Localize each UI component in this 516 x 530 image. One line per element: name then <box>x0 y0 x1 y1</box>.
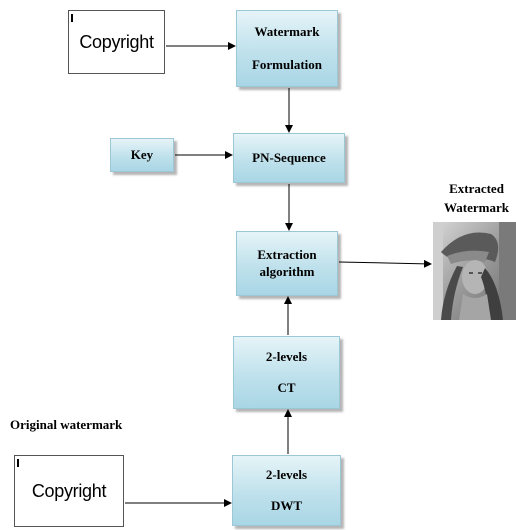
extraction-line1: Extraction <box>257 246 317 262</box>
extracted-watermark-label: Extracted Watermark <box>437 180 516 218</box>
arrow-extraction-to-output <box>338 259 432 268</box>
dwt-line2: DWT <box>270 497 303 513</box>
ct-line2: CT <box>277 379 296 395</box>
dwt-line1: 2-levels <box>265 466 308 482</box>
copyright-text-top: Copyright <box>79 31 154 52</box>
extracted-watermark-graphic <box>433 222 516 320</box>
dwt-box: 2-levels DWT <box>232 455 341 526</box>
copyright-image-top: Copyright <box>68 10 165 74</box>
key-label: Key <box>130 146 154 162</box>
watermark-formulation-line2: Formulation <box>251 56 323 72</box>
copyright-tick-mark <box>71 14 73 22</box>
copyright-image-bottom: Copyright <box>14 455 124 527</box>
original-watermark-label: Original watermark <box>10 417 123 432</box>
extracted-watermark-image <box>433 222 516 320</box>
pn-sequence-box: PN-Sequence <box>233 133 345 183</box>
ct-line1: 2-levels <box>265 348 308 364</box>
extraction-algorithm-box: Extraction algorithm <box>236 231 338 296</box>
extracted-watermark-line1: Extracted <box>449 181 504 196</box>
ct-box: 2-levels CT <box>233 336 340 409</box>
copyright-text-bottom: Copyright <box>31 480 107 501</box>
copyright-tick-mark-bottom <box>17 459 19 467</box>
extracted-watermark-line2: Watermark <box>444 199 509 215</box>
key-box: Key <box>110 138 174 172</box>
watermark-formulation-box: Watermark Formulation <box>236 10 338 87</box>
watermark-formulation-line1: Watermark <box>254 23 320 39</box>
pn-sequence-label: PN-Sequence <box>252 149 326 165</box>
extraction-line2: algorithm <box>259 263 315 279</box>
